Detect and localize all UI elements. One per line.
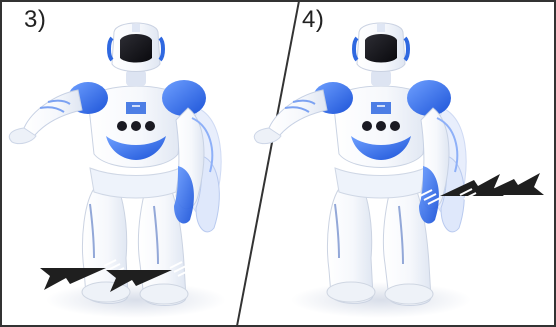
step-4-label: 4) <box>302 8 324 32</box>
step-3-label: 3) <box>24 8 46 32</box>
